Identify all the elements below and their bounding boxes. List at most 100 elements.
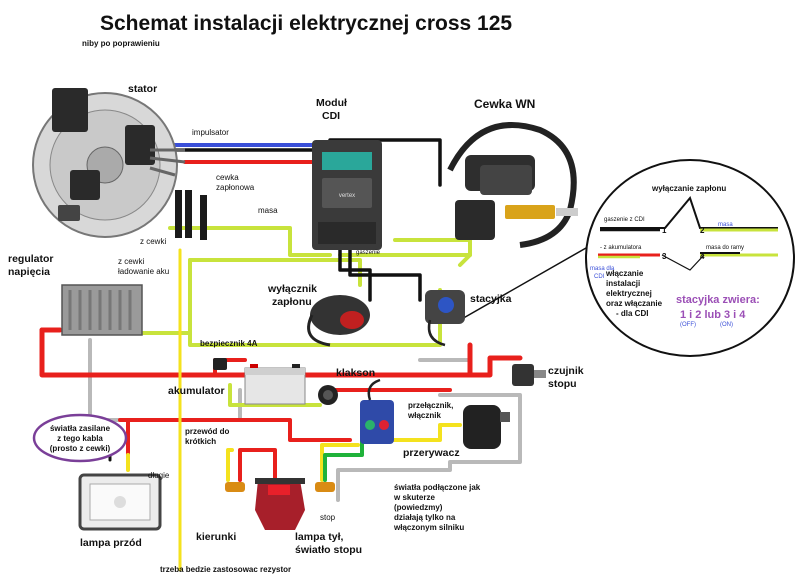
- wire-red-main: [39, 327, 523, 378]
- detail-n4: 4: [700, 252, 705, 261]
- bezpiecznik-image: [213, 358, 227, 370]
- wire-label-dlugie: długie: [148, 471, 170, 480]
- svg-text:vertex: vertex: [339, 193, 355, 199]
- wire-label-ladowanie-1: z cewki: [118, 257, 144, 266]
- labels: Schemat instalacji elektrycznej cross 12…: [8, 12, 760, 574]
- label-cewka-wn: Cewka WN: [474, 97, 535, 111]
- detail-title: wyłączanie zapłonu: [651, 184, 726, 193]
- wire-label-impulsator: impulsator: [192, 128, 229, 137]
- detail-desc-1: włączanie: [605, 269, 644, 278]
- detail-circle: [585, 159, 795, 357]
- wire-yellow-rear: [226, 448, 234, 482]
- wire-yg-masa: [168, 226, 332, 257]
- wire-yg-przerywacz: [368, 423, 462, 442]
- label-modul-2: CDI: [322, 110, 340, 122]
- note-skuter-5: włączonym silniku: [393, 523, 464, 532]
- label-klakson: klakson: [336, 367, 375, 379]
- wire-red-lower: [118, 418, 352, 442]
- label-regulator-2: napięcia: [8, 266, 50, 278]
- label-lampa-tyl-1: lampa tył,: [295, 531, 344, 543]
- cewka-wn-image: [447, 122, 578, 248]
- note-oval: [32, 413, 128, 463]
- label-czujnik-2: stopu: [548, 378, 577, 390]
- wire-label-cewka-2: zapłonowa: [216, 183, 255, 192]
- detail-zwiera-values: 1 i 2 lub 3 i 4: [680, 309, 746, 321]
- detail-desc-2: instalacji: [606, 279, 640, 288]
- note-skuter-2: w skuterze: [393, 493, 435, 502]
- detail-desc-4: oraz włączanie: [606, 299, 663, 308]
- label-czujnik-1: czujnik: [548, 365, 584, 377]
- wire-black-cdi-3: [348, 248, 422, 302]
- label-modul-1: Moduł: [316, 97, 347, 109]
- regulator-image: [61, 284, 143, 336]
- akumulator-image: [244, 364, 306, 405]
- page-title: Schemat instalacji elektrycznej cross 12…: [100, 12, 512, 35]
- label-przelacznik-1: przełącznik,: [408, 401, 453, 410]
- wires: [39, 138, 601, 572]
- wire-label-gaszenie: gaszenie: [356, 250, 381, 256]
- label-akumulator: akumulator: [168, 385, 225, 397]
- note-skuter-1: światła podłączone jak: [394, 483, 481, 492]
- klakson-image: [318, 385, 338, 405]
- wire-label-z-cewki: z cewki: [140, 237, 166, 246]
- page-subtitle: niby po poprawieniu: [82, 39, 160, 48]
- detail-masa: masa: [718, 222, 733, 228]
- label-regulator-1: regulator: [8, 253, 54, 265]
- note-swiatla-1: światła zasilane: [50, 424, 111, 433]
- wire-label-masa: masa: [258, 206, 278, 215]
- note-skuter-3: (powiedzmy): [394, 503, 443, 512]
- label-kierunki: kierunki: [196, 531, 236, 543]
- detail-gaszenie: gaszenie z CDI: [604, 217, 645, 223]
- cdi-module-image: vertex: [312, 140, 382, 250]
- detail-n2: 2: [700, 226, 705, 235]
- wire-yg-cdi-cewka: [393, 238, 472, 267]
- detail-n3: 3: [662, 252, 667, 261]
- note-skuter-4: działają tylko na: [394, 513, 456, 522]
- label-stator: stator: [128, 83, 157, 95]
- lampa-tyl-image: [255, 478, 305, 530]
- przerywacz-image: [463, 405, 510, 449]
- detail-masa-dla-cdi-2: CDI: [594, 274, 605, 280]
- note-swiatla-2: z tego kabla: [57, 434, 103, 443]
- wire-yg-batt: [228, 383, 322, 407]
- detail-masa-dla-cdi-1: masa dla: [590, 266, 615, 272]
- wire-label-cewka-1: cewka: [216, 173, 239, 182]
- wylacznik-image: [307, 295, 370, 347]
- label-bezpiecznik: bezpiecznik 4A: [200, 339, 258, 348]
- detail-z-akumulatora: - z akumulatora: [600, 245, 642, 251]
- label-przerywacz: przerywacz: [403, 447, 460, 459]
- wire-yellow-r2: [320, 443, 360, 482]
- detail-desc-5: - dla CDI: [616, 309, 648, 318]
- detail-n1: 1: [662, 226, 667, 235]
- detail-desc-3: elektrycznej: [606, 289, 652, 298]
- wire-black-cdi-2: [338, 248, 372, 302]
- label-przelacznik-2: włącznik: [407, 411, 441, 420]
- kierunki-image: [225, 482, 335, 492]
- wire-red-rear: [238, 448, 277, 482]
- lampa-przod-image: [78, 473, 162, 531]
- label-wylacznik-1: wyłącznik: [267, 283, 317, 295]
- detail-masa-do-ramy: masa do ramy: [706, 245, 744, 251]
- stator-image: [32, 88, 207, 240]
- note-swiatla-3: (prosto z cewki): [50, 444, 111, 453]
- wire-yg-loop2: [188, 258, 362, 287]
- detail-on: (ON): [720, 322, 733, 328]
- wire-label-stop: stop: [320, 513, 336, 522]
- label-wylacznik-2: zapłonu: [272, 296, 312, 308]
- wire-label-ladowanie-2: ładowanie aku: [118, 267, 169, 276]
- label-stacyjka: stacyjka: [470, 293, 512, 305]
- detail-zwiera-title: stacyjka zwiera:: [676, 294, 760, 306]
- label-lampa-przod: lampa przód: [80, 537, 142, 549]
- wire-yg-loop: [188, 258, 442, 347]
- stacyjka-image: [425, 290, 465, 347]
- wire-label-przewod-2: krótkich: [185, 437, 216, 446]
- wire-grey-1: [88, 338, 242, 422]
- wire-label-rezystor: trzeba bedzie zastosowac rezystor: [160, 565, 291, 574]
- wire-grey-2: [336, 393, 522, 502]
- wire-green-1: [323, 438, 364, 482]
- detail-off: (OFF): [680, 322, 696, 328]
- wire-label-przewod-1: przewód do: [185, 427, 230, 436]
- label-lampa-tyl-2: światło stopu: [295, 544, 362, 556]
